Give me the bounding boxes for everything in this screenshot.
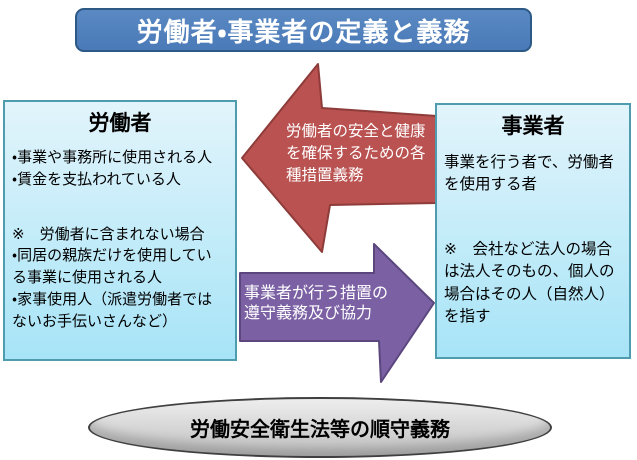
title-banner: 労働者・事業者の定義と義務 [75,8,532,52]
employer-definition-text: 事業を行う者で、労働者を使用する者 [444,154,614,194]
worker-box-header: 労働者 [88,112,152,135]
worker-cooperation-arrow-label: 事業者が行う措置の遵守義務及び協力 [244,285,389,323]
worker-exclusion-note: ※ 労働者に含まれない場合 ・同居の親族だけを使用している事業に使用される人 ・… [12,225,213,330]
employer-obligation-arrow-label: 労働者の安全と健康を確保するための各種措置義務 [286,123,426,184]
employer-box-header: 事業者 [501,115,565,138]
employer-legal-note: ※ 会社など法人の場合は法人そのもの、個人の場合はその人（自然人）を指す [444,240,615,326]
employer-box: 事業者 事業を行う者で、労働者を使用する者 ※ 会社など法人の場合は法人そのもの… [435,103,631,359]
law-compliance-ellipse: 労働安全衛生法等の順守義務 [88,397,552,458]
law-compliance-label: 労働安全衛生法等の順守義務 [190,419,450,441]
worker-definition-text: ・事業や事務所に使用される人 ・賃金を支払われている人 [12,149,213,188]
worker-box: 労働者 ・事業や事務所に使用される人 ・賃金を支払われている人 ※ 労働者に含ま… [3,100,237,361]
page-title: 労働者・事業者の定義と義務 [136,16,471,47]
